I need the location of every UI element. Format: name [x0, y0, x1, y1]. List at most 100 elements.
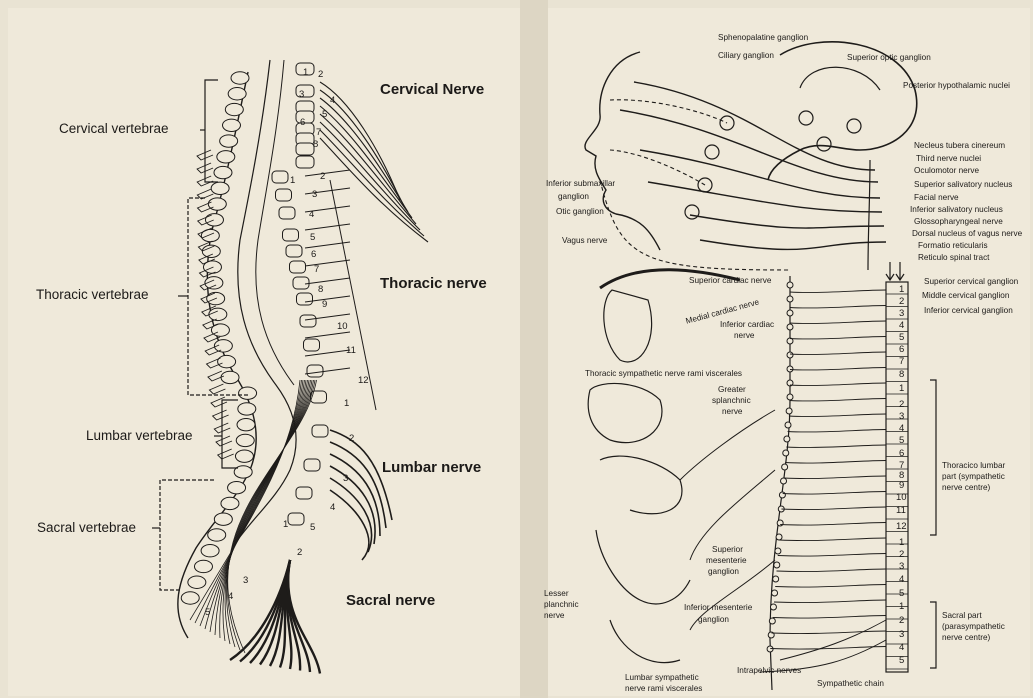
cord-segment-box [293, 277, 309, 289]
cervical-number: 5 [322, 110, 327, 120]
communicating-ramus [773, 616, 886, 619]
cranial-nerve-trunk [700, 240, 886, 249]
submaxillar-label: Inferior submaxillar [546, 180, 615, 188]
sacral-number: 4 [228, 592, 233, 602]
communicating-ramus [784, 476, 886, 479]
communicating-ramus [789, 414, 886, 417]
sacral-vertebrae-label: Sacral vertebrae [37, 521, 136, 535]
communicating-ramus [788, 430, 886, 433]
communicating-ramus [783, 492, 886, 495]
communicating-ramus [790, 290, 886, 293]
spinous-process [218, 449, 234, 459]
communicating-ramus [790, 337, 886, 340]
middle-cervical-ganglion-label: Middle cervical ganglion [922, 292, 1009, 300]
cord-cervical-number: 8 [899, 370, 904, 380]
posterior-hypothalamic-label: Posterior hypothalamic nuclei [903, 82, 1010, 90]
inferior-salivatory-label: Inferior salivatory nucleus [910, 206, 1003, 214]
cord-thoracic-number: 5 [899, 436, 904, 446]
cord-segment-box [296, 156, 314, 168]
cord-cervical-number: 3 [899, 309, 904, 319]
vertebra-body [235, 450, 253, 462]
thoracic-number: 9 [322, 300, 327, 310]
thoracic-number: 3 [312, 190, 317, 200]
chain-ganglion [781, 478, 787, 484]
cord-sacral-number: 4 [899, 643, 904, 653]
inferior-cervical-ganglion-label: Inferior cervical ganglion [924, 307, 1013, 315]
cranial-nerve-trunk [640, 150, 880, 198]
cord-sacral-number: 5 [899, 656, 904, 666]
sacral-part-label-2: (parasympathetic [942, 623, 1005, 631]
chain-ganglion [775, 548, 781, 554]
submaxillar-label-2: ganglion [558, 193, 589, 201]
thoracico-lumbar-label-3: nerve centre) [942, 484, 990, 492]
cord-lumbar-number: 5 [899, 589, 904, 599]
vertebra-body [211, 182, 229, 194]
vertebra-body [218, 355, 236, 367]
cervical-number: 8 [313, 140, 318, 150]
inferior-mesenteric-label: Inferior mesenterie [684, 604, 752, 612]
cervical-vertebrae-label: Cervical vertebrae [59, 122, 169, 136]
cord-cervical-number: 6 [899, 345, 904, 355]
superior-cervical-ganglion-label: Superior cervical ganglion [924, 278, 1018, 286]
spinous-process [216, 436, 232, 446]
reticulo-label: Reticulo spinal tract [918, 254, 989, 262]
vertebra-body [225, 103, 243, 115]
cervical-plexus-fiber [320, 114, 416, 224]
cervical-number: 3 [299, 90, 304, 100]
vertebra-body [205, 214, 223, 226]
cord-segment-box [288, 513, 304, 525]
brain-fold [800, 67, 880, 90]
vertebra-body [239, 387, 257, 399]
cranial-nerve-trunk [620, 110, 878, 182]
lumbar-vertebrae-label: Lumbar vertebrae [86, 429, 193, 443]
chain-ganglion [785, 422, 791, 428]
vertebra-body [228, 481, 246, 493]
thoracic-number: 6 [311, 250, 316, 260]
ciliary-label: Ciliary ganglion [718, 52, 774, 60]
cord-cervical-number: 7 [899, 357, 904, 367]
communicating-ramus [781, 507, 886, 510]
cervical-number: 1 [303, 68, 308, 78]
thoracico-lumbar-label: Thoracico lumbar [942, 462, 1005, 470]
vertebra-body [231, 72, 249, 84]
chain-ganglion [787, 324, 793, 330]
chain-ganglion [787, 296, 793, 302]
lumbar-number: 3 [343, 474, 348, 484]
inferior-cardiac-label-2: nerve [734, 332, 754, 340]
communicating-ramus [779, 538, 886, 541]
communicating-ramus [775, 585, 886, 588]
sacral-part-label-3: nerve centre) [942, 634, 990, 642]
ganglion-circle [705, 145, 719, 159]
spinous-process [209, 384, 225, 394]
thoracic-number: 2 [320, 172, 325, 182]
greater-splanchnic-label-3: nerve [722, 408, 742, 416]
cervical-number: 4 [330, 96, 335, 106]
cervical-bracket [205, 80, 218, 182]
superior-mesenteric-label: Superior [712, 546, 743, 554]
cord-thoracic-number: 12 [896, 522, 907, 532]
communicating-ramus [790, 383, 886, 386]
bladder-outline [610, 620, 680, 663]
cord-thoracic-number: 11 [896, 506, 906, 516]
thoracic-number: 8 [318, 285, 323, 295]
vertebra-body [238, 403, 256, 415]
chain-ganglion [777, 520, 783, 526]
cord-thoracic-number: 9 [899, 481, 904, 491]
vertebra-body [214, 166, 232, 178]
communicating-ramus [772, 631, 886, 634]
vertebra-body [222, 119, 240, 131]
sacral-part-label: Sacral part [942, 612, 982, 620]
cord-lumbar-number: 2 [899, 550, 904, 560]
chain-ganglion [787, 282, 793, 288]
thoracic-rami-label: Thoracic sympathetic nerve rami visceral… [585, 370, 742, 378]
lesser-splanchnic-label-2: planchnic [544, 601, 579, 609]
thoracic-number: 5 [310, 233, 315, 243]
lumbar-number: 2 [349, 434, 354, 444]
chain-ganglion [769, 618, 775, 624]
cord-segment-box [311, 391, 327, 403]
cranial-nerve-trunk [648, 182, 882, 212]
cord-lumbar-number: 3 [899, 562, 904, 572]
ganglion-circle [698, 178, 712, 192]
chain-ganglion [779, 492, 785, 498]
thoracic-nerve [305, 278, 350, 284]
